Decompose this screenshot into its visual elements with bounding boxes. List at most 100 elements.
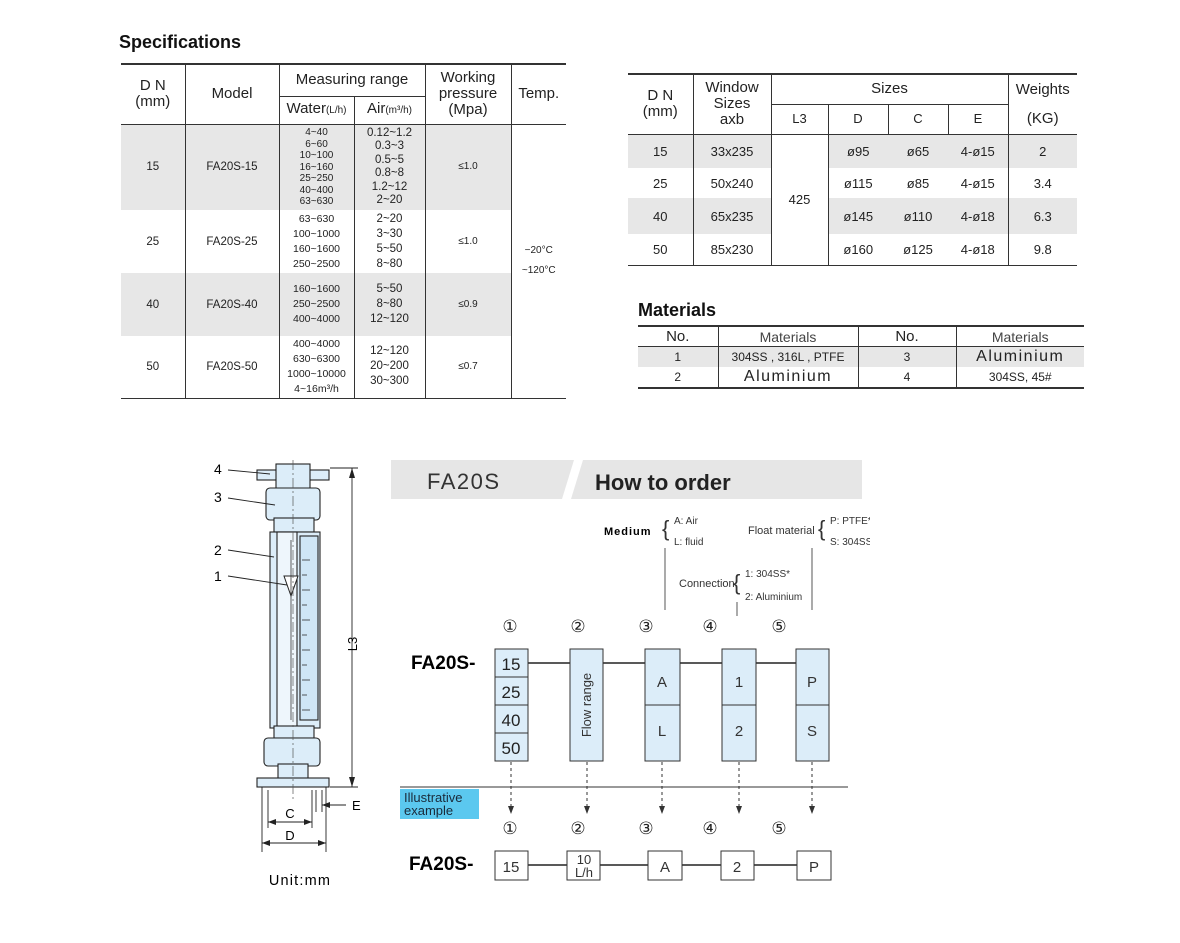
spec-pressure: ≤1.0 <box>424 210 511 273</box>
dim-d-label: D <box>285 828 294 843</box>
sizes-l3: 425 <box>770 134 828 265</box>
table-row: 15 33x235 425 ø95 ø65 4-ø15 2 <box>628 134 1077 265</box>
dim-l3 <box>330 467 358 788</box>
spec-header-measuring-range: Measuring range <box>278 64 425 96</box>
spec-pressure: ≤0.9 <box>424 273 511 336</box>
pos-5: ⑤ <box>771 617 786 636</box>
order-banner: FA20S How to order <box>391 460 862 499</box>
sizes-e: 4-ø18 <box>948 198 1008 234</box>
callout-leaders <box>227 469 288 586</box>
pos-1: ① <box>502 617 517 636</box>
sizes-d: ø95 <box>827 134 888 168</box>
pos-5-example: ⑤ <box>771 819 786 838</box>
sizes-dn: 15 <box>628 134 693 168</box>
pos-4: ④ <box>702 617 717 636</box>
float-code-s: S <box>807 723 817 740</box>
medium-code-a: A <box>657 674 667 691</box>
spec-dn: 25 <box>146 235 160 248</box>
bottom-fitting-shape <box>263 737 321 767</box>
sizes-d: ø145 <box>827 198 888 234</box>
callout-3: 3 <box>214 489 222 505</box>
spec-header-water: Water(L/h) <box>278 95 354 125</box>
example-prefix: FA20S- <box>409 854 473 875</box>
mat-header-materials: Materials <box>717 326 858 347</box>
sizes-kg: 6.3 <box>1007 198 1077 234</box>
connection-code-1: 1 <box>735 674 743 691</box>
sizes-dn: 40 <box>628 198 693 234</box>
banner-title: How to order <box>595 470 731 495</box>
spec-title: Specifications <box>119 32 242 52</box>
mat-no: 1 <box>638 346 718 367</box>
example-medium: A <box>660 859 670 876</box>
mat-no: 3 <box>857 346 956 367</box>
sizes-c: ø110 <box>888 198 948 234</box>
unit-label: Unit:mm <box>269 873 331 889</box>
sizes-d: ø115 <box>827 168 888 198</box>
float-brace: { <box>818 516 825 541</box>
example-boxes <box>494 850 832 881</box>
medium-brace: { <box>662 516 669 541</box>
pos-3: ③ <box>638 617 653 636</box>
spec-model: FA20S-40 <box>184 273 279 336</box>
spec-pressure: ≤0.7 <box>424 336 511 398</box>
medium-option-l: L: fluid <box>674 537 703 548</box>
spec-header-air: Air(m³/h) <box>353 95 425 125</box>
float-option-s: S: 304SS <box>830 537 870 548</box>
sizes-header-e: E <box>947 104 1008 135</box>
sizes-kg: 2 <box>1007 134 1077 168</box>
callout-2: 2 <box>214 542 222 558</box>
mat-header-no: No. <box>638 326 718 347</box>
table-row: 25 50x240 ø115 ø85 4-ø15 3.4 <box>628 168 1077 198</box>
table-row: 1 304SS , 316L , PTFE 3 Aluminium <box>638 346 1084 367</box>
connection-option-2: 2: Aluminium <box>745 592 802 603</box>
dashed-arrows <box>510 762 813 812</box>
materials-table: No. Materials No. Materials 1 304SS , 31… <box>638 325 1084 389</box>
sizes-header-l3: L3 <box>770 104 828 135</box>
connection-option-1: 1: 304SS* <box>745 569 790 580</box>
dim-l3-label: L3 <box>345 637 360 651</box>
pos-2-example: ② <box>570 819 585 838</box>
sizes-window: 50x240 <box>692 168 771 198</box>
spec-header-model: Model <box>184 64 279 125</box>
pos-4-example: ④ <box>702 819 717 838</box>
dim-e-label: E <box>352 798 361 813</box>
pos-2: ② <box>570 617 585 636</box>
top-neck-shape <box>273 517 315 533</box>
sizes-window: 65x235 <box>692 198 771 234</box>
sizes-e: 4-ø18 <box>960 241 995 257</box>
callout-1: 1 <box>214 568 222 584</box>
sizes-c: ø65 <box>888 134 948 168</box>
float-material-label: Float material <box>748 525 815 537</box>
flow-range-box <box>569 648 604 762</box>
example-float: P <box>809 859 819 876</box>
connection-code-2: 2 <box>735 723 743 740</box>
mat-no: 2 <box>674 370 682 384</box>
sizes-window: 85x230 <box>692 234 771 265</box>
materials-title: Materials <box>638 300 717 320</box>
spec-dn: 50 <box>146 360 160 373</box>
sizes-header-sizes: Sizes <box>770 74 1008 105</box>
spec-pressure: ≤1.0 <box>424 124 511 210</box>
connection-label: Connection <box>679 578 735 590</box>
flowmeter-drawing: 4 3 2 1 L3 C D E Unit:mm <box>214 460 361 889</box>
sizes-window: 33x235 <box>692 134 771 168</box>
mat-material: Aluminium <box>717 367 858 388</box>
banner-model: FA20S <box>427 469 501 494</box>
mat-no: 4 <box>857 367 956 388</box>
sizes-e: 4-ø15 <box>948 134 1008 168</box>
illustrative-label-2: example <box>404 803 453 818</box>
pos-1-example: ① <box>502 819 517 838</box>
sizes-header-d: D <box>827 104 888 135</box>
spec-model: FA20S-50 <box>184 336 279 398</box>
table-row: 2 Aluminium 4 304SS, 45# <box>638 367 1084 388</box>
example-connection: 2 <box>733 859 741 876</box>
